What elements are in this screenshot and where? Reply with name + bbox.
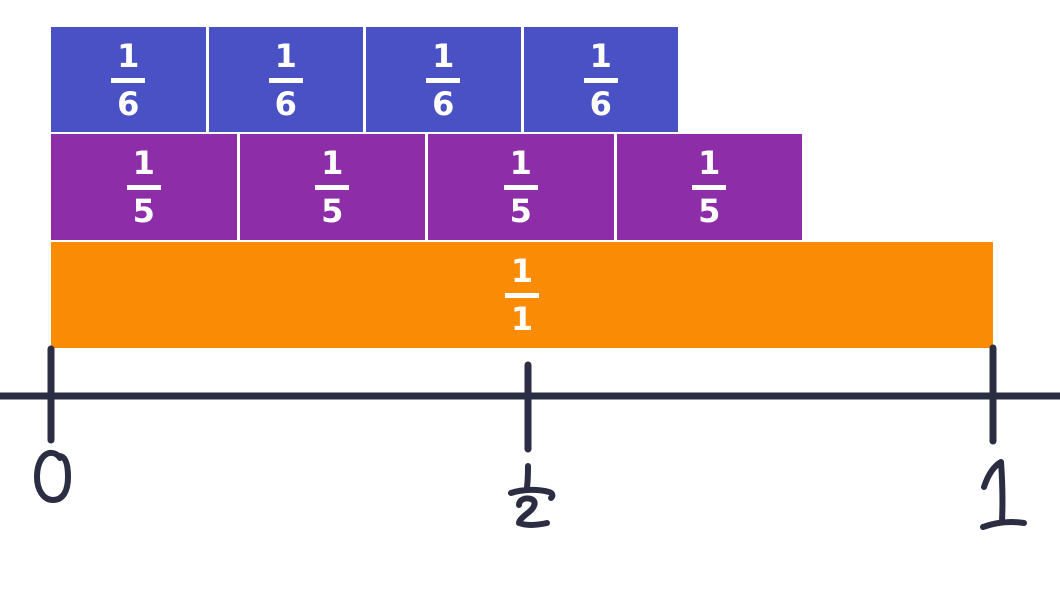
fraction-denominator: 5	[509, 192, 532, 230]
fraction-denominator: 6	[432, 84, 455, 123]
tile-one-fifth-1[interactable]: 1 5	[51, 134, 237, 240]
fraction-numerator: 1	[315, 147, 350, 190]
fraction-numerator: 1	[583, 40, 618, 83]
fraction-denominator: 6	[274, 84, 297, 123]
fraction-label: 1 5	[503, 147, 538, 230]
fraction-label: 1 6	[426, 40, 461, 123]
tile-one-fifth-2[interactable]: 1 5	[239, 134, 425, 240]
fraction-label: 1 5	[315, 147, 350, 230]
tile-one-whole[interactable]: 1 1	[51, 242, 993, 348]
axis-label-1	[980, 459, 1027, 530]
fraction-numerator: 1	[503, 147, 538, 190]
tile-one-sixth-4[interactable]: 1 6	[523, 27, 678, 132]
fraction-label: 1 5	[692, 147, 727, 230]
tile-one-sixth-2[interactable]: 1 6	[208, 27, 363, 132]
fraction-label: 1 6	[583, 40, 618, 123]
fraction-row-whole: 1 1	[51, 242, 993, 348]
fraction-label: 1 6	[111, 40, 146, 123]
fraction-numerator: 1	[268, 40, 303, 83]
fraction-denominator: 6	[117, 84, 140, 123]
axis-label-half	[508, 463, 556, 528]
fraction-label: 1 6	[268, 40, 303, 123]
fraction-numerator: 1	[111, 40, 146, 83]
fraction-denominator: 1	[510, 300, 534, 338]
axis-label-0	[34, 449, 71, 503]
tile-one-fifth-4[interactable]: 1 5	[616, 134, 802, 240]
fraction-numerator: 1	[426, 40, 461, 83]
fraction-numerator: 1	[504, 255, 540, 298]
tile-one-fifth-3[interactable]: 1 5	[428, 134, 614, 240]
fraction-denominator: 5	[698, 192, 721, 230]
fraction-numerator: 1	[692, 147, 727, 190]
fraction-label: 1 1	[504, 255, 540, 338]
fraction-row-sixths: 1 6 1 6 1 6 1 6	[51, 27, 678, 132]
fraction-denominator: 5	[321, 192, 344, 230]
tile-one-sixth-3[interactable]: 1 6	[366, 27, 521, 132]
fraction-denominator: 6	[589, 84, 612, 123]
tile-one-sixth-1[interactable]: 1 6	[51, 27, 206, 132]
fraction-denominator: 5	[132, 192, 155, 230]
fraction-numerator: 1	[126, 147, 161, 190]
fraction-label: 1 5	[126, 147, 161, 230]
fraction-row-fifths: 1 5 1 5 1 5 1 5	[51, 134, 802, 240]
